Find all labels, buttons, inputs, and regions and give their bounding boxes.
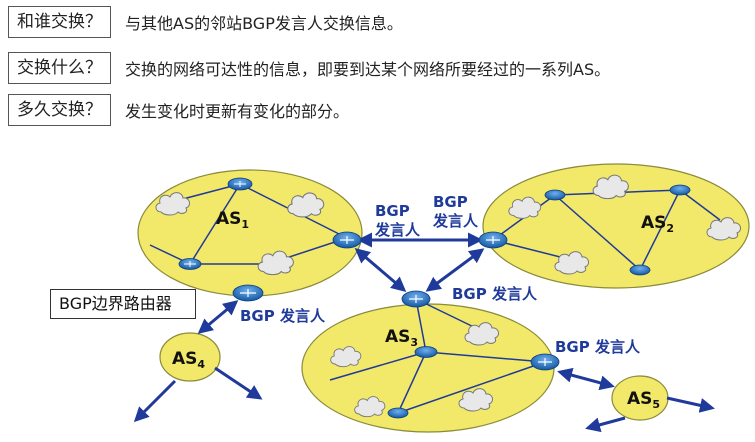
router-icon <box>629 264 651 276</box>
router-icon <box>401 290 431 308</box>
bgp-speaker-label-line: BGP <box>375 202 410 220</box>
as2-label: AS2 <box>641 213 674 235</box>
as5-label: AS5 <box>627 389 660 411</box>
question-box: 多久交换？ <box>8 94 111 126</box>
as1-label: AS1 <box>216 209 249 231</box>
question-box: 交换什么？ <box>8 52 111 84</box>
bgp-speaker-label-line: BGP <box>433 193 468 211</box>
as4-label: AS4 <box>172 349 205 371</box>
bgp-speaker-label-as3-right: BGP 发言人 <box>555 338 641 356</box>
qa-row-when: 多久交换？ 发生变化时更新有变化的部分。 <box>8 94 349 126</box>
router-icon <box>530 353 560 371</box>
bgp-speaker-label-as3-top: BGP 发言人 <box>452 285 538 303</box>
answer-text: 交换的网络可达性的信息，即要到达某个网络所要经过的一系列AS。 <box>125 60 611 79</box>
bgp-speaker-label-line: 发言人 <box>374 221 421 239</box>
question-box: 和谁交换？ <box>8 6 111 38</box>
bgp-speaker-label-as1-border: BGP 发言人 <box>240 307 326 325</box>
answer-text: 发生变化时更新有变化的部分。 <box>125 102 350 121</box>
router-icon <box>478 231 508 249</box>
as4-area <box>159 332 221 382</box>
router-icon <box>387 407 409 419</box>
qa-row-who: 和谁交换？ 与其他AS的邻站BGP发言人交换信息。 <box>8 6 403 38</box>
qa-row-what: 交换什么？ 交换的网络可达性的信息，即要到达某个网络所要经过的一系列AS。 <box>8 52 610 84</box>
router-icon <box>544 189 566 201</box>
routers <box>178 177 691 419</box>
bgp-session-links <box>133 232 715 433</box>
bgp-speaker-label-line: 发言人 <box>432 212 479 230</box>
border-router-callout: BGP边界路由器 <box>50 289 196 319</box>
router-icon <box>178 258 202 270</box>
answer-text: 与其他AS的邻站BGP发言人交换信息。 <box>125 14 403 33</box>
router-icon <box>669 184 691 196</box>
as3-label: AS3 <box>385 327 418 349</box>
router-icon <box>414 346 438 358</box>
as3-area <box>301 303 555 433</box>
router-icon <box>227 177 253 191</box>
router-icon <box>232 284 264 302</box>
router-icon <box>332 231 362 249</box>
